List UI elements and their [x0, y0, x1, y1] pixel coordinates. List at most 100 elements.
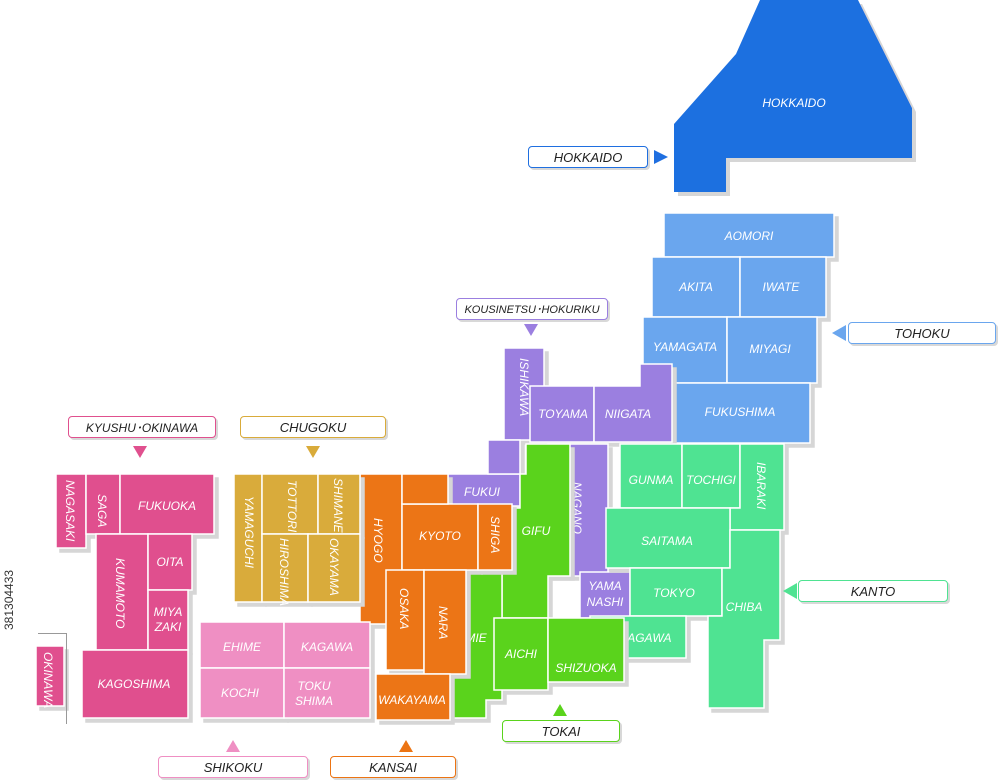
pref-label-fukushima: FUKUSHIMA	[705, 405, 776, 419]
tokai-pointer-icon	[553, 704, 567, 716]
region-label-tokai: TOKAI	[502, 720, 620, 742]
pref-label-fukui: FUKUI	[464, 485, 501, 499]
pref-label-shimane: SHIMANE	[331, 478, 345, 534]
region-shikoku	[199, 621, 371, 719]
pref-kumamoto[interactable]	[95, 533, 149, 651]
pref-label-ibaraki: IBARAKI	[754, 462, 768, 510]
pref-fukui-neck	[487, 439, 521, 475]
pref-okinawa[interactable]	[35, 645, 65, 707]
pref-label-miyazaki-2: ZAKI	[154, 620, 182, 634]
pref-label-yamagata: YAMAGATA	[653, 340, 717, 354]
pref-label-nara: NARA	[436, 606, 450, 639]
pref-osaka[interactable]	[385, 569, 425, 671]
pref-label-yamanashi-1: YAMA	[588, 579, 621, 593]
region-label-kansai: KANSAI	[330, 756, 456, 778]
pref-label-okayama: OKAYAMA	[327, 538, 341, 596]
pref-shizuoka[interactable]	[547, 617, 625, 683]
region-tokai	[447, 443, 625, 719]
region-kansai	[359, 473, 513, 721]
pref-label-gunma: GUNMA	[629, 473, 674, 487]
pref-label-yamaguchi: YAMAGUCHI	[242, 496, 256, 569]
pref-hiroshima[interactable]	[261, 533, 309, 603]
pref-label-kumamoto: KUMAMOTO	[113, 558, 127, 628]
pref-label-akita: AKITA	[678, 280, 713, 294]
pref-shiga[interactable]	[477, 503, 513, 571]
region-label-hokkaido: HOKKAIDO	[528, 146, 648, 168]
pref-tottori[interactable]	[261, 473, 319, 535]
pref-label-kochi: KOCHI	[221, 686, 260, 700]
region-label-kousinetsu-hokuriku: KOUSINETSU･HOKURIKU	[456, 298, 608, 320]
pref-kagoshima[interactable]	[81, 649, 189, 719]
region-label-kyushu-okinawa: KYUSHU･OKINAWA	[68, 416, 216, 438]
pref-tokushima[interactable]	[283, 667, 371, 719]
chugoku-pointer-icon	[306, 446, 320, 458]
pref-label-tochigi: TOCHIGI	[686, 473, 736, 487]
pref-wakayama[interactable]	[375, 673, 451, 721]
pref-label-tokyo: TOKYO	[653, 586, 695, 600]
region-label-kanto: KANTO	[798, 580, 948, 602]
pref-label-ishikawa: ISHIKAWA	[517, 358, 531, 416]
pref-label-kyoto: KYOTO	[419, 529, 461, 543]
pref-tokyo[interactable]	[629, 567, 723, 617]
pref-niigata[interactable]	[593, 363, 673, 443]
pref-label-oita: OITA	[156, 555, 183, 569]
okinawa-inset-frame	[38, 633, 67, 724]
pref-hyogo-top	[401, 473, 449, 505]
pref-label-hyogo: HYOGO	[371, 518, 385, 563]
pref-label-shiga: SHIGA	[488, 516, 502, 553]
pref-label-hokkaido: HOKKAIDO	[762, 96, 825, 110]
shikoku-pointer-icon	[226, 740, 240, 752]
pref-iwate[interactable]	[739, 256, 827, 318]
pref-yamanashi[interactable]	[579, 571, 631, 619]
region-label-chugoku: CHUGOKU	[240, 416, 386, 438]
pref-fukui[interactable]	[447, 473, 521, 507]
kansai-pointer-icon	[399, 740, 413, 752]
pref-label-nagasaki: NAGASAKI	[63, 480, 77, 542]
pref-kagawa[interactable]	[283, 621, 371, 669]
pref-label-yamanashi-2: NASHI	[587, 595, 624, 609]
pref-hokkaido[interactable]	[674, 0, 912, 192]
pref-label-mie: MIE	[465, 631, 487, 645]
pref-label-aomori: AOMORI	[724, 229, 774, 243]
pref-aichi[interactable]	[493, 617, 549, 691]
pref-yamaguchi[interactable]	[233, 473, 263, 603]
pref-label-tokushima-2: SHIMA	[295, 694, 333, 708]
pref-akita[interactable]	[651, 256, 741, 318]
pref-label-gifu: GIFU	[522, 524, 551, 538]
pref-label-wakayama: WAKAYAMA	[378, 693, 446, 707]
pref-fukuoka[interactable]	[119, 473, 215, 535]
pref-label-saitama: SAITAMA	[641, 534, 693, 548]
pref-tochigi[interactable]	[681, 443, 741, 509]
pref-label-osaka: OSAKA	[397, 588, 411, 629]
region-label-shikoku: SHIKOKU	[158, 756, 308, 778]
pref-label-aichi: AICHI	[504, 647, 538, 661]
pref-label-kagawa: KAGAWA	[301, 640, 353, 654]
pref-label-tokushima-1: TOKU	[297, 679, 330, 693]
pref-kochi[interactable]	[199, 667, 285, 719]
pref-oita[interactable]	[147, 533, 193, 591]
region-label-tohoku: TOHOKU	[848, 322, 996, 344]
tohoku-pointer-icon	[832, 325, 846, 341]
region-chugoku	[233, 473, 361, 603]
region-hokkaido	[674, 0, 912, 192]
pref-label-shizuoka: SHIZUOKA	[555, 661, 616, 675]
stock-id: 381304433	[2, 569, 16, 631]
pref-label-tottori: TOTTORI	[285, 480, 299, 533]
pref-label-kagoshima: KAGOSHIMA	[98, 677, 171, 691]
pref-okayama[interactable]	[307, 533, 361, 603]
region-kyushu-okinawa	[35, 473, 215, 719]
pref-label-nagano: NAGANO	[570, 482, 584, 534]
pref-chiba[interactable]	[707, 529, 781, 709]
hokkaido-pointer-icon	[654, 150, 668, 164]
pref-label-miyazaki-1: MIYA	[154, 605, 183, 619]
pref-label-chiba: CHIBA	[726, 600, 763, 614]
pref-label-niigata: NIIGATA	[605, 407, 651, 421]
kousinetsu-pointer-icon	[524, 324, 538, 336]
pref-ehime[interactable]	[199, 621, 285, 669]
pref-toyama[interactable]	[529, 385, 595, 443]
pref-nara[interactable]	[423, 569, 467, 675]
pref-label-hiroshima: HIROSHIMA	[277, 538, 291, 606]
pref-label-miyagi: MIYAGI	[749, 342, 791, 356]
kyushu-pointer-icon	[133, 446, 147, 458]
